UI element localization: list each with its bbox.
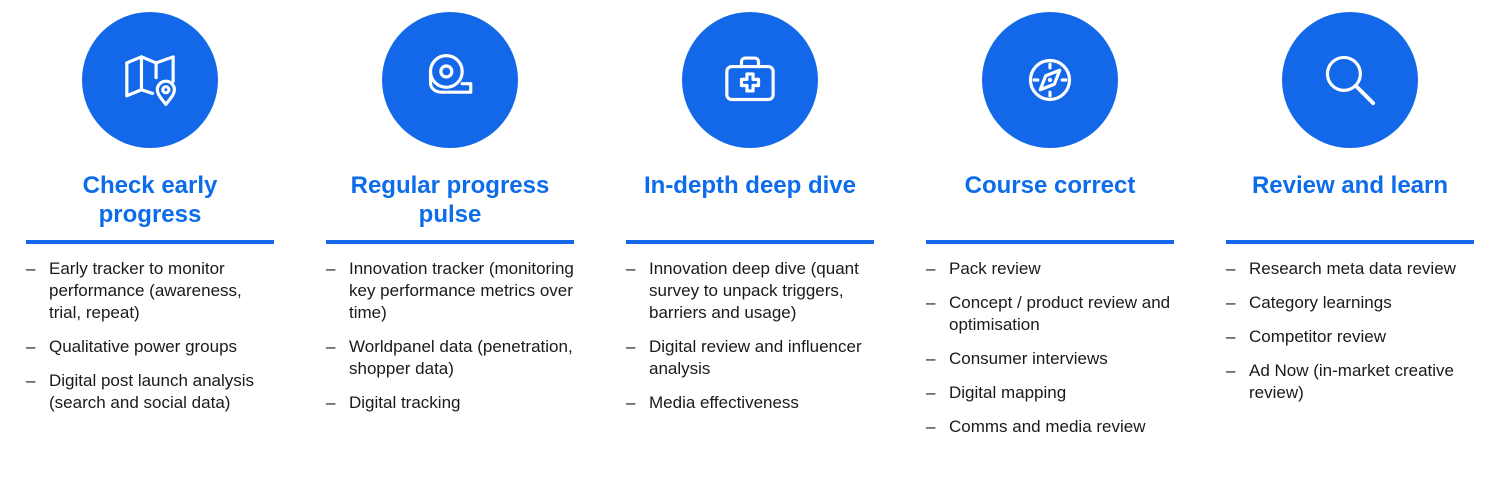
bullet-item: –Digital review and influencer analysis [626, 336, 874, 380]
column-title: In-depth deep dive [643, 172, 856, 199]
dash-marker: – [1226, 259, 1236, 278]
bullet-item: –Ad Now (in-market creative review) [1226, 360, 1474, 404]
bullet-text: Innovation tracker (monitoring key perfo… [349, 259, 574, 323]
bullet-text: Comms and media review [949, 417, 1146, 437]
bullet-text: Competitor review [1249, 327, 1386, 347]
framework-column: Check early progress –Early tracker to m… [0, 12, 300, 482]
dash-marker: – [326, 259, 336, 278]
bullet-item: –Digital tracking [326, 392, 574, 414]
framework-column: Course correct –Pack review–Concept / pr… [900, 12, 1200, 482]
dash-marker: – [626, 393, 636, 413]
bullet-list: –Research meta data review–Category lear… [1226, 258, 1474, 416]
dash-marker: – [26, 371, 36, 391]
column-icon-circle [382, 12, 518, 148]
first-aid-kit-icon [711, 41, 789, 119]
bullet-text: Digital tracking [349, 393, 461, 413]
compass-icon [1011, 41, 1089, 119]
column-title: Check early progress [82, 172, 218, 228]
bullet-text: Innovation deep dive (quant survey to un… [649, 259, 859, 323]
bullet-item: –Consumer interviews [926, 348, 1174, 370]
framework-column: In-depth deep dive –Innovation deep dive… [600, 12, 900, 482]
column-icon-circle [682, 12, 818, 148]
bullet-item: –Digital mapping [926, 382, 1174, 404]
column-title: Course correct [964, 172, 1136, 199]
bullet-text: Research meta data review [1249, 259, 1456, 278]
dash-marker: – [926, 417, 936, 437]
column-divider [1226, 240, 1474, 244]
dash-marker: – [626, 259, 636, 278]
bullet-list: –Innovation deep dive (quant survey to u… [626, 258, 874, 427]
bullet-text: Media effectiveness [649, 393, 799, 413]
bullet-text: Ad Now (in-market creative review) [1249, 361, 1455, 403]
bullet-text: Digital mapping [949, 383, 1067, 403]
column-divider [26, 240, 274, 244]
bullet-item: –Category learnings [1226, 292, 1474, 314]
framework-column: Regular progress pulse –Innovation track… [300, 12, 600, 482]
column-icon-circle [1282, 12, 1418, 148]
column-divider [626, 240, 874, 244]
bullet-item: –Early tracker to monitor performance (a… [26, 258, 274, 324]
column-icon-circle [82, 12, 218, 148]
dash-marker: – [326, 337, 336, 357]
bullet-text: Pack review [949, 259, 1041, 278]
bullet-text: Digital post launch analysis (search and… [49, 371, 255, 413]
dash-marker: – [26, 259, 36, 278]
dash-marker: – [926, 259, 936, 278]
bullet-text: Consumer interviews [949, 349, 1108, 369]
dash-marker: – [926, 293, 936, 313]
bullet-text: Qualitative power groups [49, 337, 238, 357]
bullet-item: –Research meta data review [1226, 258, 1474, 280]
bullet-item: –Innovation tracker (monitoring key perf… [326, 258, 574, 324]
bullet-item: –Pack review [926, 258, 1174, 280]
bullet-item: –Worldpanel data (penetration, shopper d… [326, 336, 574, 380]
dash-marker: – [1226, 361, 1236, 381]
dash-marker: – [926, 349, 936, 369]
bullet-item: –Innovation deep dive (quant survey to u… [626, 258, 874, 324]
column-divider [326, 240, 574, 244]
bullet-text: Worldpanel data (penetration, shopper da… [349, 337, 573, 379]
column-divider [926, 240, 1174, 244]
column-title: Review and learn [1251, 172, 1449, 199]
bullet-item: –Competitor review [1226, 326, 1474, 348]
bullet-list: –Innovation tracker (monitoring key perf… [326, 258, 574, 427]
dash-marker: – [1226, 293, 1236, 313]
bullet-text: Category learnings [1249, 293, 1392, 313]
tape-measure-icon [411, 41, 489, 119]
bullet-text: Concept / product review and optimisatio… [949, 293, 1171, 335]
magnifying-glass-icon [1311, 41, 1389, 119]
dash-marker: – [626, 337, 636, 357]
bullet-item: –Media effectiveness [626, 392, 874, 414]
dash-marker: – [926, 383, 936, 403]
framework-column: Review and learn –Research meta data rev… [1200, 12, 1500, 482]
bullet-item: –Comms and media review [926, 416, 1174, 438]
column-title: Regular progress pulse [350, 172, 550, 228]
dash-marker: – [326, 393, 336, 413]
column-icon-circle [982, 12, 1118, 148]
bullet-item: –Qualitative power groups [26, 336, 274, 358]
bullet-text: Early tracker to monitor performance (aw… [49, 259, 242, 323]
bullet-item: –Concept / product review and optimisati… [926, 292, 1174, 336]
dash-marker: – [1226, 327, 1236, 347]
bullet-list: –Pack review–Concept / product review an… [926, 258, 1174, 451]
bullet-list: –Early tracker to monitor performance (a… [26, 258, 274, 427]
dash-marker: – [26, 337, 36, 357]
map-location-pin-icon [111, 41, 189, 119]
bullet-text: Digital review and influencer analysis [649, 337, 862, 379]
bullet-item: –Digital post launch analysis (search an… [26, 370, 274, 414]
